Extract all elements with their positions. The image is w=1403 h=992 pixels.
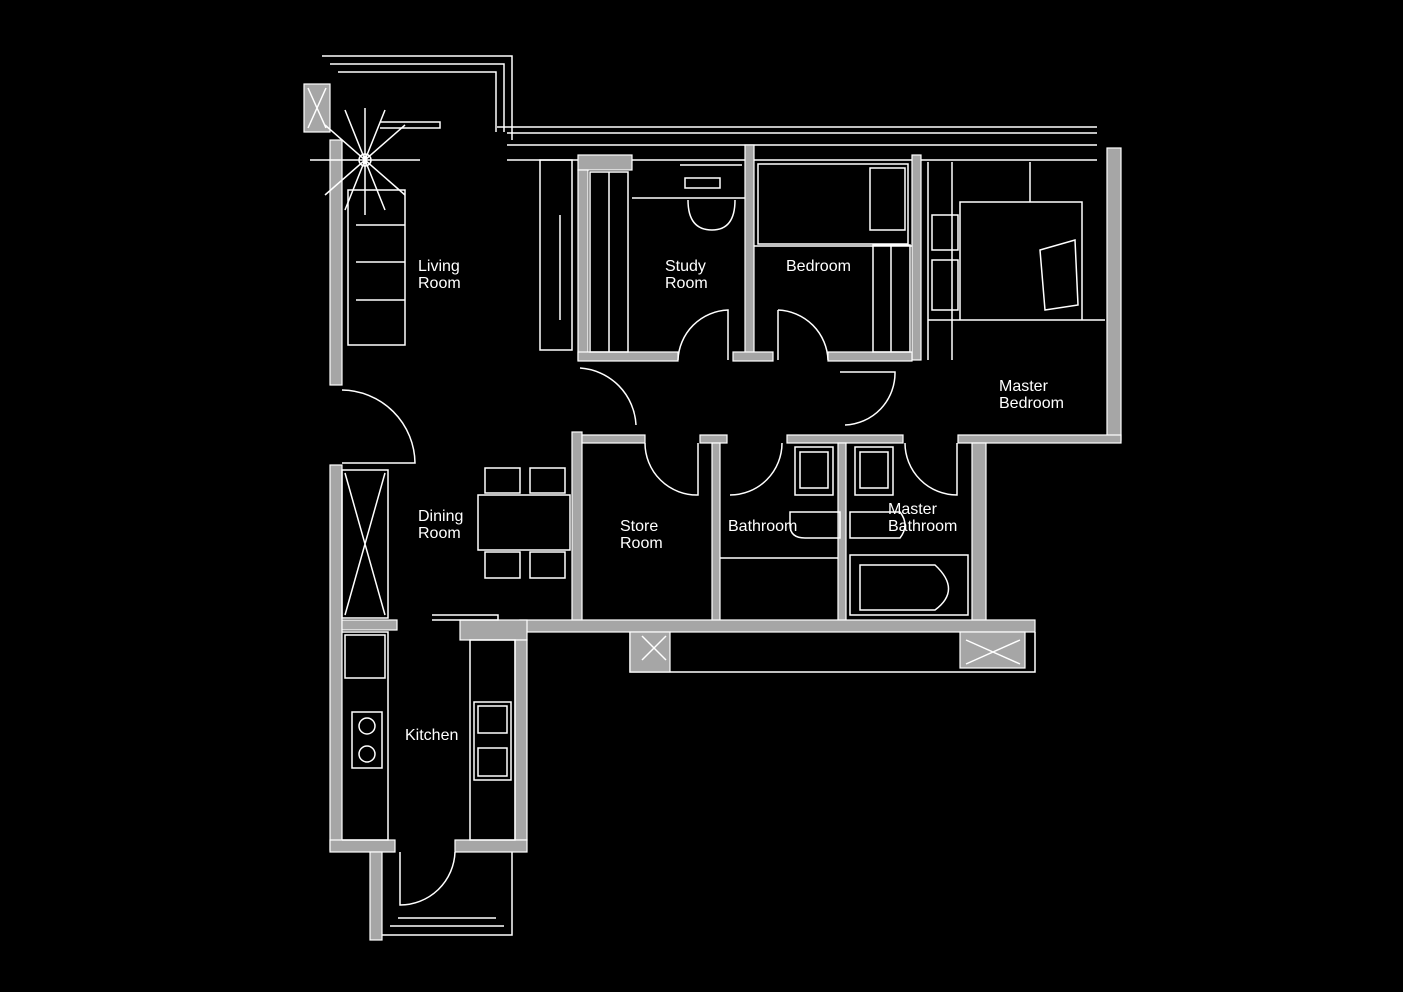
label-bathroom: Bathroom: [728, 518, 797, 535]
chandelier-icon: [310, 108, 420, 215]
furniture: [310, 108, 1105, 841]
label-bedroom: Bedroom: [786, 258, 851, 275]
walls: [303, 55, 1122, 941]
doors: [341, 309, 958, 906]
label-kitchen: Kitchen: [405, 727, 458, 744]
